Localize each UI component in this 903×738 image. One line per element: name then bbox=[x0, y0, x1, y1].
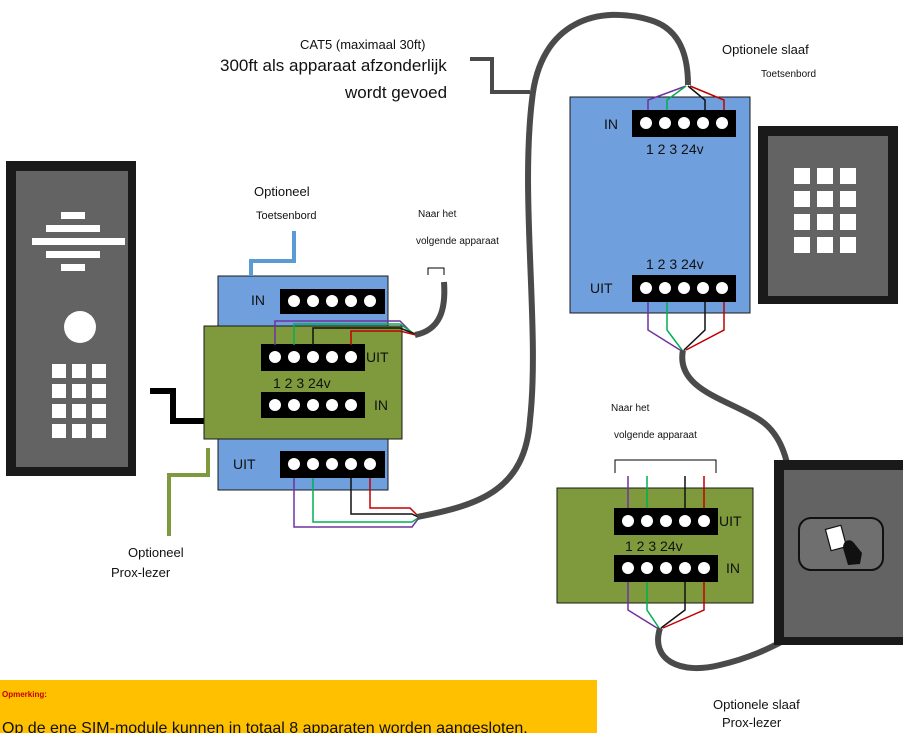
note-text: Op de ene SIM-module kunnen in totaal 8 … bbox=[2, 720, 528, 733]
note-box: Opmerking: Op de ene SIM-module kunnen i… bbox=[0, 680, 597, 733]
slave-keypad-module bbox=[569, 96, 751, 314]
green-uit-label: UIT bbox=[366, 349, 389, 365]
slave-keypad-terminal-numbers-bottom: 1 2 3 24v bbox=[646, 256, 704, 272]
slave-prox-device bbox=[774, 460, 903, 645]
main-unit bbox=[203, 275, 403, 491]
slave-keypad-device bbox=[758, 126, 898, 304]
slave-prox-terminal-in bbox=[614, 555, 718, 582]
optional-keypad-label-line1: Optioneel bbox=[254, 184, 310, 199]
next-device-top-line1: Naar het bbox=[418, 209, 457, 220]
optional-keypad-label-line2: Toetsenbord bbox=[256, 210, 317, 222]
next-device-bracket-bottom bbox=[614, 459, 717, 473]
terminal-block-uit bbox=[280, 451, 385, 478]
green-uit-to-next-wires bbox=[274, 320, 417, 345]
optional-prox-label-line2: Prox-lezer bbox=[111, 565, 171, 580]
slave-prox-title-line2: Prox-lezer bbox=[722, 715, 782, 730]
cable-label-line3: wordt gevoed bbox=[345, 83, 448, 102]
slave-prox-terminal-numbers: 1 2 3 24v bbox=[625, 538, 683, 554]
camera-lens-icon bbox=[64, 311, 96, 343]
next-device-bracket-top bbox=[427, 267, 445, 275]
terminal-block-in bbox=[280, 289, 385, 314]
optional-keypad-wire bbox=[249, 231, 296, 276]
slave-keypad-in-label: IN bbox=[604, 116, 618, 132]
terminal-block-green-uit bbox=[261, 344, 365, 371]
next-device-bottom-line2: volgende apparaat bbox=[614, 430, 697, 441]
slave-prox-module bbox=[556, 487, 754, 604]
slave-prox-title-line1: Optionele slaaf bbox=[713, 697, 800, 712]
prox-cable bbox=[655, 627, 787, 672]
main-in-label: IN bbox=[251, 292, 265, 308]
next-device-top-line2: volgende apparaat bbox=[416, 236, 499, 247]
cable-label-leader bbox=[470, 57, 530, 94]
slave-prox-in-label: IN bbox=[726, 560, 740, 576]
uit-to-cable-wires bbox=[293, 478, 419, 528]
slave-keypad-terminal-in bbox=[632, 110, 736, 137]
slave-keypad-title-line2: Toetsenbord bbox=[761, 69, 817, 80]
slave-prox-in-wires bbox=[627, 582, 705, 629]
slave-keypad-buttons-icon bbox=[794, 168, 856, 253]
keypad-icon bbox=[52, 364, 106, 438]
optional-prox-label-line1: Optioneel bbox=[128, 545, 184, 560]
cable-label-line2: 300ft als apparaat afzonderlijk bbox=[220, 56, 447, 75]
main-uit-label: UIT bbox=[233, 456, 256, 472]
next-device-bottom-line1: Naar het bbox=[611, 403, 650, 414]
slave-keypad-terminal-numbers-top: 1 2 3 24v bbox=[646, 141, 704, 157]
slave-keypad-terminal-uit bbox=[632, 275, 736, 302]
green-in-label: IN bbox=[374, 397, 388, 413]
slave-keypad-uit-label: UIT bbox=[590, 280, 613, 296]
slave-prox-terminal-uit bbox=[614, 508, 718, 535]
next-device-cable-top bbox=[414, 281, 448, 338]
station-link-wire bbox=[150, 388, 206, 424]
slave-prox-out-wires bbox=[627, 476, 705, 508]
main-terminal-numbers: 1 2 3 24v bbox=[273, 375, 331, 391]
note-title: Opmerking: bbox=[2, 690, 47, 699]
card-hand-icon bbox=[824, 524, 862, 565]
slave-keypad-out-wires bbox=[647, 302, 725, 351]
cat5-cable bbox=[416, 11, 691, 520]
speaker-grille-icon bbox=[32, 212, 125, 271]
slave-keypad-title-line1: Optionele slaaf bbox=[722, 42, 809, 57]
door-station bbox=[6, 161, 136, 476]
cable-label-line1: CAT5 (maximaal 30ft) bbox=[300, 37, 426, 52]
slave-prox-uit-label: UIT bbox=[719, 513, 742, 529]
slave-keypad-in-wires bbox=[647, 85, 725, 110]
optional-prox-wire bbox=[167, 448, 210, 536]
terminal-block-green-in bbox=[261, 392, 365, 418]
